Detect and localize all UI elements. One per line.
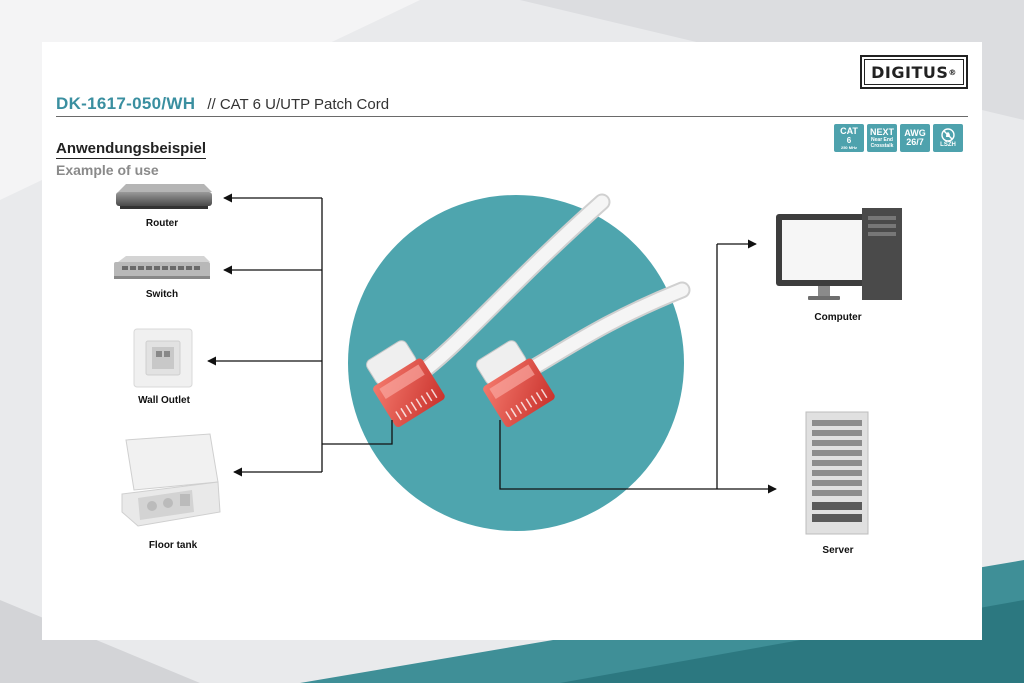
section-title-en: Example of use xyxy=(56,162,159,178)
router-label: Router xyxy=(145,218,179,229)
computer-label: Computer xyxy=(814,312,862,323)
badge-lszh-label: LSZH xyxy=(940,141,956,148)
awg-badge: AWG 26/7 xyxy=(900,124,930,152)
switch-icon xyxy=(114,256,210,279)
badge-next-line2: Near End xyxy=(871,136,893,143)
badge-next-line3: Crosstalk xyxy=(870,142,894,149)
product-code: DK-1617-050/WH xyxy=(56,94,196,113)
next-badge: NEXT Near End Crosstalk xyxy=(867,124,897,152)
computer-icon xyxy=(776,208,902,300)
right-connection-lines xyxy=(499,239,777,494)
badge-awg-value: 26/7 xyxy=(906,137,924,147)
digitus-logo: DIGITUS® xyxy=(860,55,968,89)
server-icon xyxy=(805,411,869,535)
router-icon xyxy=(116,184,212,209)
patch-cable xyxy=(413,193,691,383)
floor-tank-label: Floor tank xyxy=(148,540,198,551)
left-connection-lines xyxy=(207,193,393,477)
badge-awg-label: AWG xyxy=(904,128,926,138)
floor-tank-icon xyxy=(121,433,221,527)
registered-mark: ® xyxy=(948,67,957,77)
wall-outlet-icon xyxy=(133,328,193,388)
badge-cat-freq: 250 MHz xyxy=(840,144,857,150)
product-title-row: DK-1617-050/WH // CAT 6 U/UTP Patch Cord xyxy=(56,94,968,117)
logo-text: DIGITUS xyxy=(871,62,949,82)
rj45-connector-right xyxy=(476,340,555,427)
badge-cat-value: 6 xyxy=(846,135,852,145)
product-sheet-card: DIGITUS® DK-1617-050/WH // CAT 6 U/UTP P… xyxy=(42,42,982,640)
lszh-badge: LSZH xyxy=(933,124,963,152)
product-description: // CAT 6 U/UTP Patch Cord xyxy=(207,96,390,113)
badge-cat-label: CAT xyxy=(840,125,858,136)
connection-diagram xyxy=(114,184,902,535)
server-label: Server xyxy=(822,545,854,556)
halogen-free-icon xyxy=(941,127,955,142)
switch-label: Switch xyxy=(145,289,179,300)
section-title-de: Anwendungsbeispiel xyxy=(56,140,207,159)
badge-next-label: NEXT xyxy=(869,126,894,137)
cat6-badge: CAT 6 250 MHz xyxy=(834,124,864,152)
wall-outlet-label: Wall Outlet xyxy=(138,395,190,406)
rj45-connector-left xyxy=(366,340,445,427)
spec-badges: CAT 6 250 MHz NEXT Near End Crosstalk AW… xyxy=(834,124,963,152)
